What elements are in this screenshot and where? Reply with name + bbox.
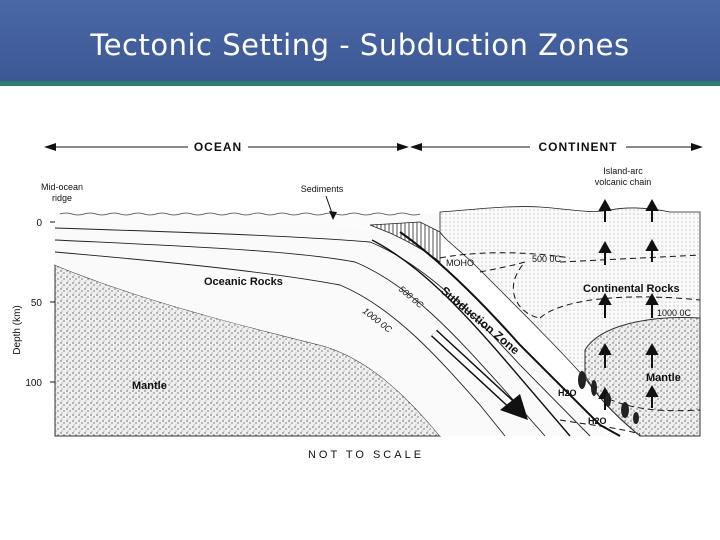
subduction-direction-arrow	[430, 329, 528, 420]
title-accent-strip	[0, 81, 720, 86]
depth-axis-label: Depth (km)	[12, 305, 23, 354]
header-continent: CONTINENT	[539, 140, 618, 154]
title-bar: Tectonic Setting - Subduction Zones	[0, 0, 720, 86]
tick-0: 0	[36, 218, 42, 229]
label-moho: MOHO	[446, 258, 474, 268]
label-continental-rocks: Continental Rocks	[583, 283, 680, 295]
depth-axis	[50, 221, 55, 383]
slab-boundary	[399, 231, 621, 437]
label-500c-top: 500 0C	[532, 254, 562, 264]
label-sediments: Sediments	[301, 184, 344, 194]
label-h2o-1: H2O	[558, 388, 577, 398]
slide-title: Tectonic Setting - Subduction Zones	[90, 28, 630, 62]
magma-rise-arrows	[598, 198, 659, 410]
tick-100: 100	[25, 378, 42, 389]
oceanic-plate	[55, 222, 610, 436]
sediments-pointer	[325, 195, 337, 220]
oceanic-layer-lines	[54, 227, 591, 437]
label-mantle-left: Mantle	[132, 380, 167, 392]
slab-base	[371, 239, 571, 437]
water-ripples	[59, 212, 421, 216]
label-h2o-2: H2O	[588, 416, 607, 426]
label-1000c-right: 1000 0C	[657, 308, 692, 318]
footer-not-to-scale: NOT TO SCALE	[308, 449, 424, 461]
tick-50: 50	[31, 298, 43, 309]
label-mantle-right: Mantle	[646, 372, 681, 384]
label-ridge-line1: Mid-ocean	[41, 182, 83, 192]
label-oceanic-rocks: Oceanic Rocks	[204, 276, 283, 288]
melt-blobs	[578, 371, 639, 424]
header-ocean: OCEAN	[194, 140, 242, 154]
label-arc-line2: volcanic chain	[595, 177, 652, 187]
label-ridge-line2: ridge	[52, 193, 72, 203]
label-arc-line1: Island-arc	[603, 166, 643, 176]
